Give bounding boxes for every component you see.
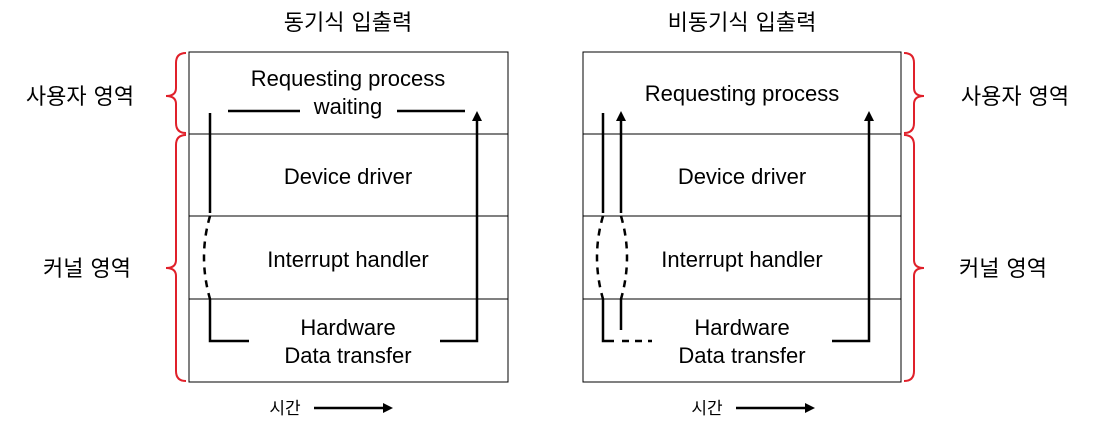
sync-io-diagram: 동기식 입출력 Requesting process waiting Devic… [26, 11, 509, 419]
sync-flow-hardware-line [208, 299, 249, 343]
sync-flow-interrupt-dashed-curve [202, 215, 212, 300]
sync-kernel-bracket [165, 134, 187, 382]
async-flow-return-arrow [832, 111, 874, 343]
sync-data-transfer-label: Data transfer [284, 343, 411, 368]
sync-waiting-label: waiting [313, 94, 382, 119]
async-driver-label: Device driver [678, 164, 806, 189]
sync-user-area-label: 사용자 영역 [26, 85, 134, 110]
async-hardware-layer-box [582, 298, 902, 383]
sync-hardware-label: Hardware [300, 315, 395, 340]
sync-hardware-layer-box [188, 298, 509, 383]
async-hardware-label: Hardware [694, 315, 789, 340]
sync-driver-label: Device driver [284, 164, 412, 189]
async-kernel-area-label: 커널 영역 [959, 257, 1047, 282]
sync-user-bracket [165, 52, 187, 134]
sync-kernel-area-label: 커널 영역 [43, 257, 131, 282]
async-io-diagram: 비동기식 입출력 Requesting process Device drive… [582, 11, 1069, 419]
async-interrupt-label: Interrupt handler [661, 247, 822, 272]
async-title: 비동기식 입출력 [668, 11, 817, 36]
async-flow-interrupt-dashed-curve [595, 215, 605, 300]
sync-flow-return-arrow [440, 111, 482, 343]
async-kernel-bracket [903, 134, 925, 382]
async-user-bracket [903, 52, 925, 134]
async-user-process-label: Requesting process [645, 81, 839, 106]
sync-interrupt-label: Interrupt handler [267, 247, 428, 272]
async-user-area-label: 사용자 영역 [961, 85, 1069, 110]
async-time-label: 시간 [691, 399, 723, 419]
sync-time-label: 시간 [269, 399, 301, 419]
async-flow-hardware-line [601, 299, 614, 343]
sync-title: 동기식 입출력 [284, 11, 412, 36]
async-data-transfer-label: Data transfer [678, 343, 805, 368]
async-early-return-dashed-curve [619, 215, 629, 300]
sync-user-process-label: Requesting process [251, 66, 445, 91]
sync-user-layer-box [188, 51, 509, 135]
